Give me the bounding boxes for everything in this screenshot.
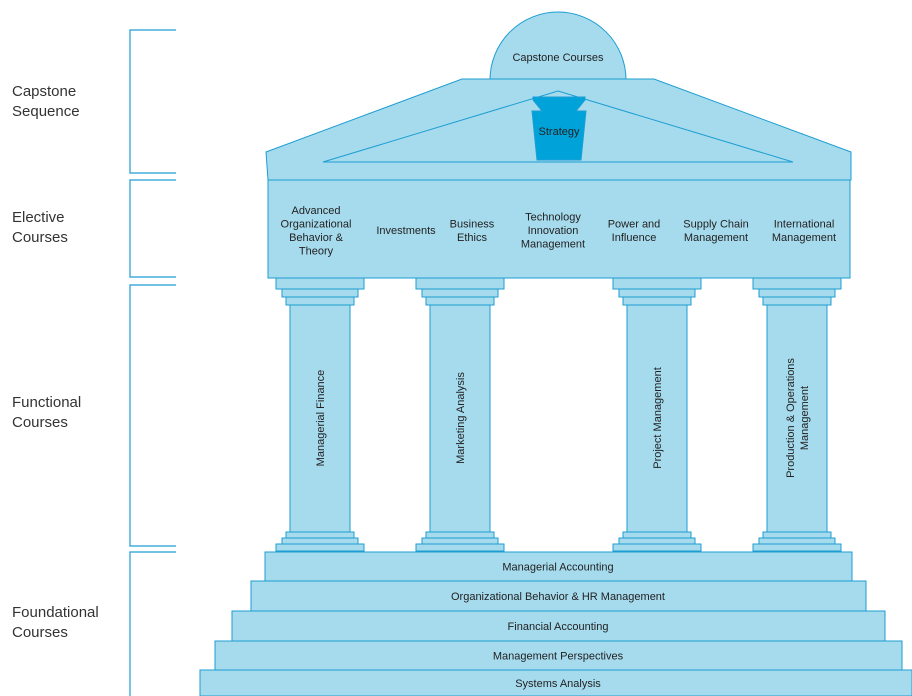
column-shaft	[289, 304, 351, 533]
elective-course-line: Innovation	[528, 225, 579, 237]
foundational-step: Systems Analysis	[199, 669, 912, 696]
elective-course-line: International	[774, 218, 835, 230]
column-capital	[421, 288, 499, 298]
column-label: Project Management	[652, 367, 664, 469]
column-label-line: Project Management	[652, 367, 664, 469]
section-label-functional: Functional Courses	[12, 394, 82, 431]
elective-course-line: Management	[684, 232, 748, 244]
column-label-line: Production & Operations	[785, 358, 797, 478]
foundational-step: Organizational Behavior & HR Management	[250, 580, 867, 612]
column-base	[622, 531, 692, 539]
column-base	[421, 537, 499, 545]
elective-course-line: Behavior &	[289, 232, 343, 244]
elective-course-line: Advanced	[292, 205, 341, 217]
step-label: Managerial Accounting	[502, 562, 613, 574]
elective-course-line: Technology	[525, 212, 581, 224]
bracket-functional	[129, 284, 176, 547]
elective-course-line: Investments	[376, 225, 436, 237]
step-label: Organizational Behavior & HR Management	[451, 591, 665, 603]
section-label-foundational: Foundational Courses	[12, 604, 99, 641]
bracket-capstone	[129, 29, 176, 174]
column-label: Marketing Analysis	[455, 372, 467, 464]
column-base	[618, 537, 696, 545]
elective-course-line: Supply Chain	[683, 218, 748, 230]
elective-course-line: Management	[772, 232, 836, 244]
column-shaft	[429, 304, 491, 533]
column-shaft	[766, 304, 828, 533]
column-base	[752, 543, 842, 552]
step-block	[214, 640, 903, 671]
column-base	[275, 543, 365, 552]
elective-course-line: Management	[521, 239, 585, 251]
step-block	[264, 551, 853, 582]
elective-entablature	[267, 179, 851, 279]
capstone-dome-label: Capstone Courses	[512, 52, 604, 64]
step-block	[199, 669, 912, 696]
section-brackets	[129, 29, 176, 696]
column-label-line: Managerial Finance	[315, 370, 327, 467]
foundational-step: Managerial Accounting	[264, 551, 853, 582]
bracket-foundational	[129, 551, 176, 696]
section-label-capstone: Capstone Sequence	[12, 83, 80, 120]
foundational-step: Financial Accounting	[231, 610, 886, 642]
column-capital	[618, 288, 696, 298]
column-base	[758, 537, 836, 545]
column-shaft	[626, 304, 688, 533]
elective-course: Investments	[376, 225, 436, 237]
capstone-dome	[489, 11, 627, 81]
column-capital	[622, 296, 692, 306]
column-base	[762, 531, 832, 539]
column-capital	[762, 296, 832, 306]
step-label: Financial Accounting	[508, 621, 609, 633]
column-label-line: Management	[799, 386, 811, 450]
column-base	[612, 543, 702, 552]
column-base	[425, 531, 495, 539]
elective-course-line: Theory	[299, 245, 334, 257]
strategy-keystone	[531, 96, 587, 161]
elective-course-line: Business	[450, 218, 495, 230]
step-block	[231, 610, 886, 642]
functional-column: Marketing Analysis	[415, 277, 505, 552]
step-label: Systems Analysis	[515, 678, 601, 690]
column-capital	[612, 277, 702, 290]
column-base	[415, 543, 505, 552]
column-label: Managerial Finance	[315, 370, 327, 467]
elective-course-line: Ethics	[457, 232, 487, 244]
elective-course-line: Influence	[612, 232, 657, 244]
bracket-elective	[129, 179, 176, 278]
column-capital	[425, 296, 495, 306]
column-capital	[275, 277, 365, 290]
elective-course-line: Organizational	[281, 218, 352, 230]
functional-column: Project Management	[612, 277, 702, 552]
column-label-line: Marketing Analysis	[455, 372, 467, 464]
elective-course-line: Power and	[608, 218, 661, 230]
step-block	[250, 580, 867, 612]
column-base	[281, 537, 359, 545]
column-capital	[752, 277, 842, 290]
step-label: Management Perspectives	[493, 651, 624, 663]
functional-column: Managerial Finance	[275, 277, 365, 552]
column-capital	[281, 288, 359, 298]
column-capital	[285, 296, 355, 306]
strategy-label: Strategy	[539, 126, 580, 138]
column-base	[285, 531, 355, 539]
foundational-step: Management Perspectives	[214, 640, 903, 671]
column-capital	[758, 288, 836, 298]
functional-columns: Managerial Finance Marketing Analysis Proj…	[275, 277, 842, 552]
column-capital	[415, 277, 505, 290]
section-label-elective: Elective Courses	[12, 209, 68, 246]
